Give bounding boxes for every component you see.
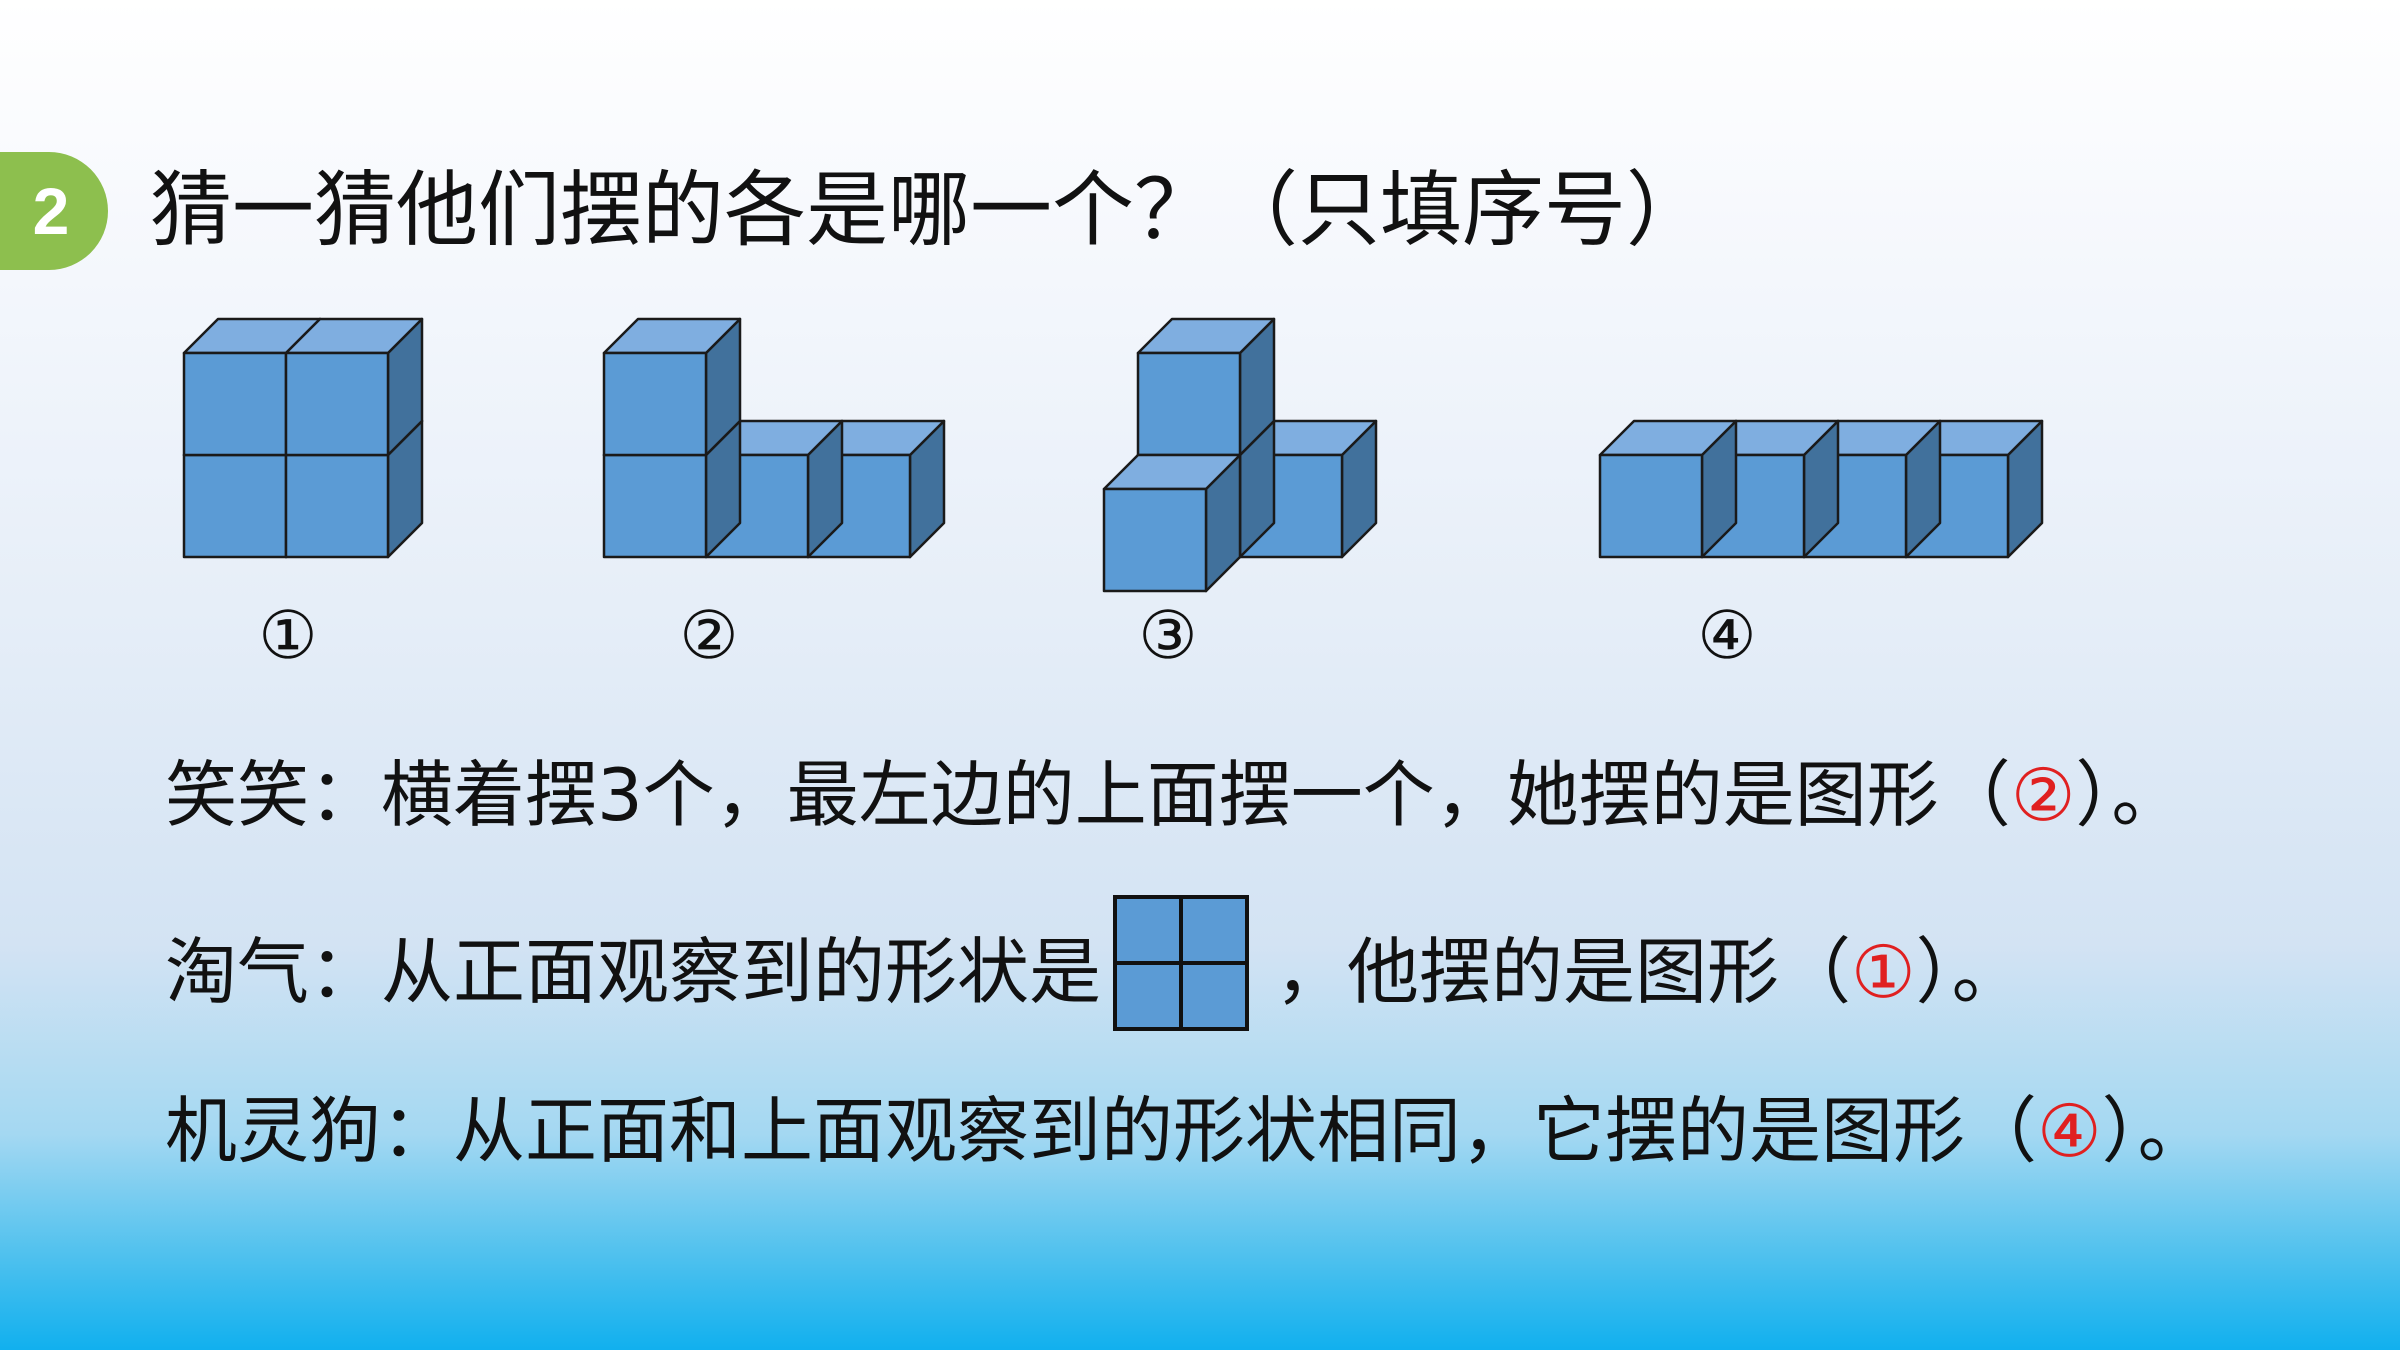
figure-2-cubes bbox=[602, 317, 946, 559]
sentence-2-end: ）。 bbox=[1915, 930, 2024, 1014]
sentence-3-end: ）。 bbox=[2101, 1089, 2210, 1173]
sentence-3-text: 机灵狗：从正面和上面观察到的形状相同，它摆的是图形（ bbox=[165, 1089, 2038, 1173]
block-figures bbox=[182, 317, 2044, 593]
figure-4-cubes bbox=[1598, 419, 2044, 559]
sentence-jilinggou: 机灵狗：从正面和上面观察到的形状相同，它摆的是图形（ ④ ）。 bbox=[165, 1088, 2210, 1174]
sentence-taoqi: 淘气：从正面观察到的形状是 ，他摆的是图形（ ① ）。 bbox=[165, 895, 2024, 1049]
answer-1: ② bbox=[2010, 753, 2076, 837]
cube-front-face bbox=[182, 453, 288, 559]
sentence-1-text: 笑笑：横着摆3个，最左边的上面摆一个，她摆的是图形（ bbox=[165, 753, 2011, 837]
sentence-1-end: ）。 bbox=[2075, 753, 2184, 837]
cube-front-face bbox=[1598, 453, 1704, 559]
figure-label-1: ① bbox=[258, 597, 318, 674]
cube-front-face bbox=[602, 453, 708, 559]
cube-front-face bbox=[1136, 351, 1242, 457]
answer-3: ④ bbox=[2037, 1089, 2102, 1173]
cube-front-face bbox=[284, 453, 390, 559]
figure-label-3: ③ bbox=[1138, 597, 1198, 674]
cube-front-face bbox=[602, 351, 708, 457]
question-title: 猜一猜他们摆的各是哪一个？（只填序号） bbox=[150, 163, 1709, 258]
question-number-badge: 2 bbox=[0, 152, 108, 270]
front-view-square-icon bbox=[1113, 895, 1250, 1049]
sentence-2-text: 淘气：从正面观察到的形状是 bbox=[165, 930, 1102, 1014]
question-number: 2 bbox=[32, 174, 70, 248]
cube-front-face bbox=[284, 351, 390, 457]
sentence-xiaoxiao: 笑笑：横着摆3个，最左边的上面摆一个，她摆的是图形（ ② ）。 bbox=[165, 752, 2183, 838]
cube-front-face bbox=[1102, 487, 1208, 593]
figure-3-cubes bbox=[1102, 317, 1378, 593]
figure-label-2: ② bbox=[679, 597, 739, 674]
cube-front-face bbox=[182, 351, 288, 457]
figure-1-cubes bbox=[182, 317, 424, 559]
sentence-2-middle: ，他摆的是图形（ bbox=[1275, 930, 1852, 1014]
figure-label-4: ④ bbox=[1697, 597, 1757, 674]
answer-2: ① bbox=[1851, 930, 1916, 1014]
